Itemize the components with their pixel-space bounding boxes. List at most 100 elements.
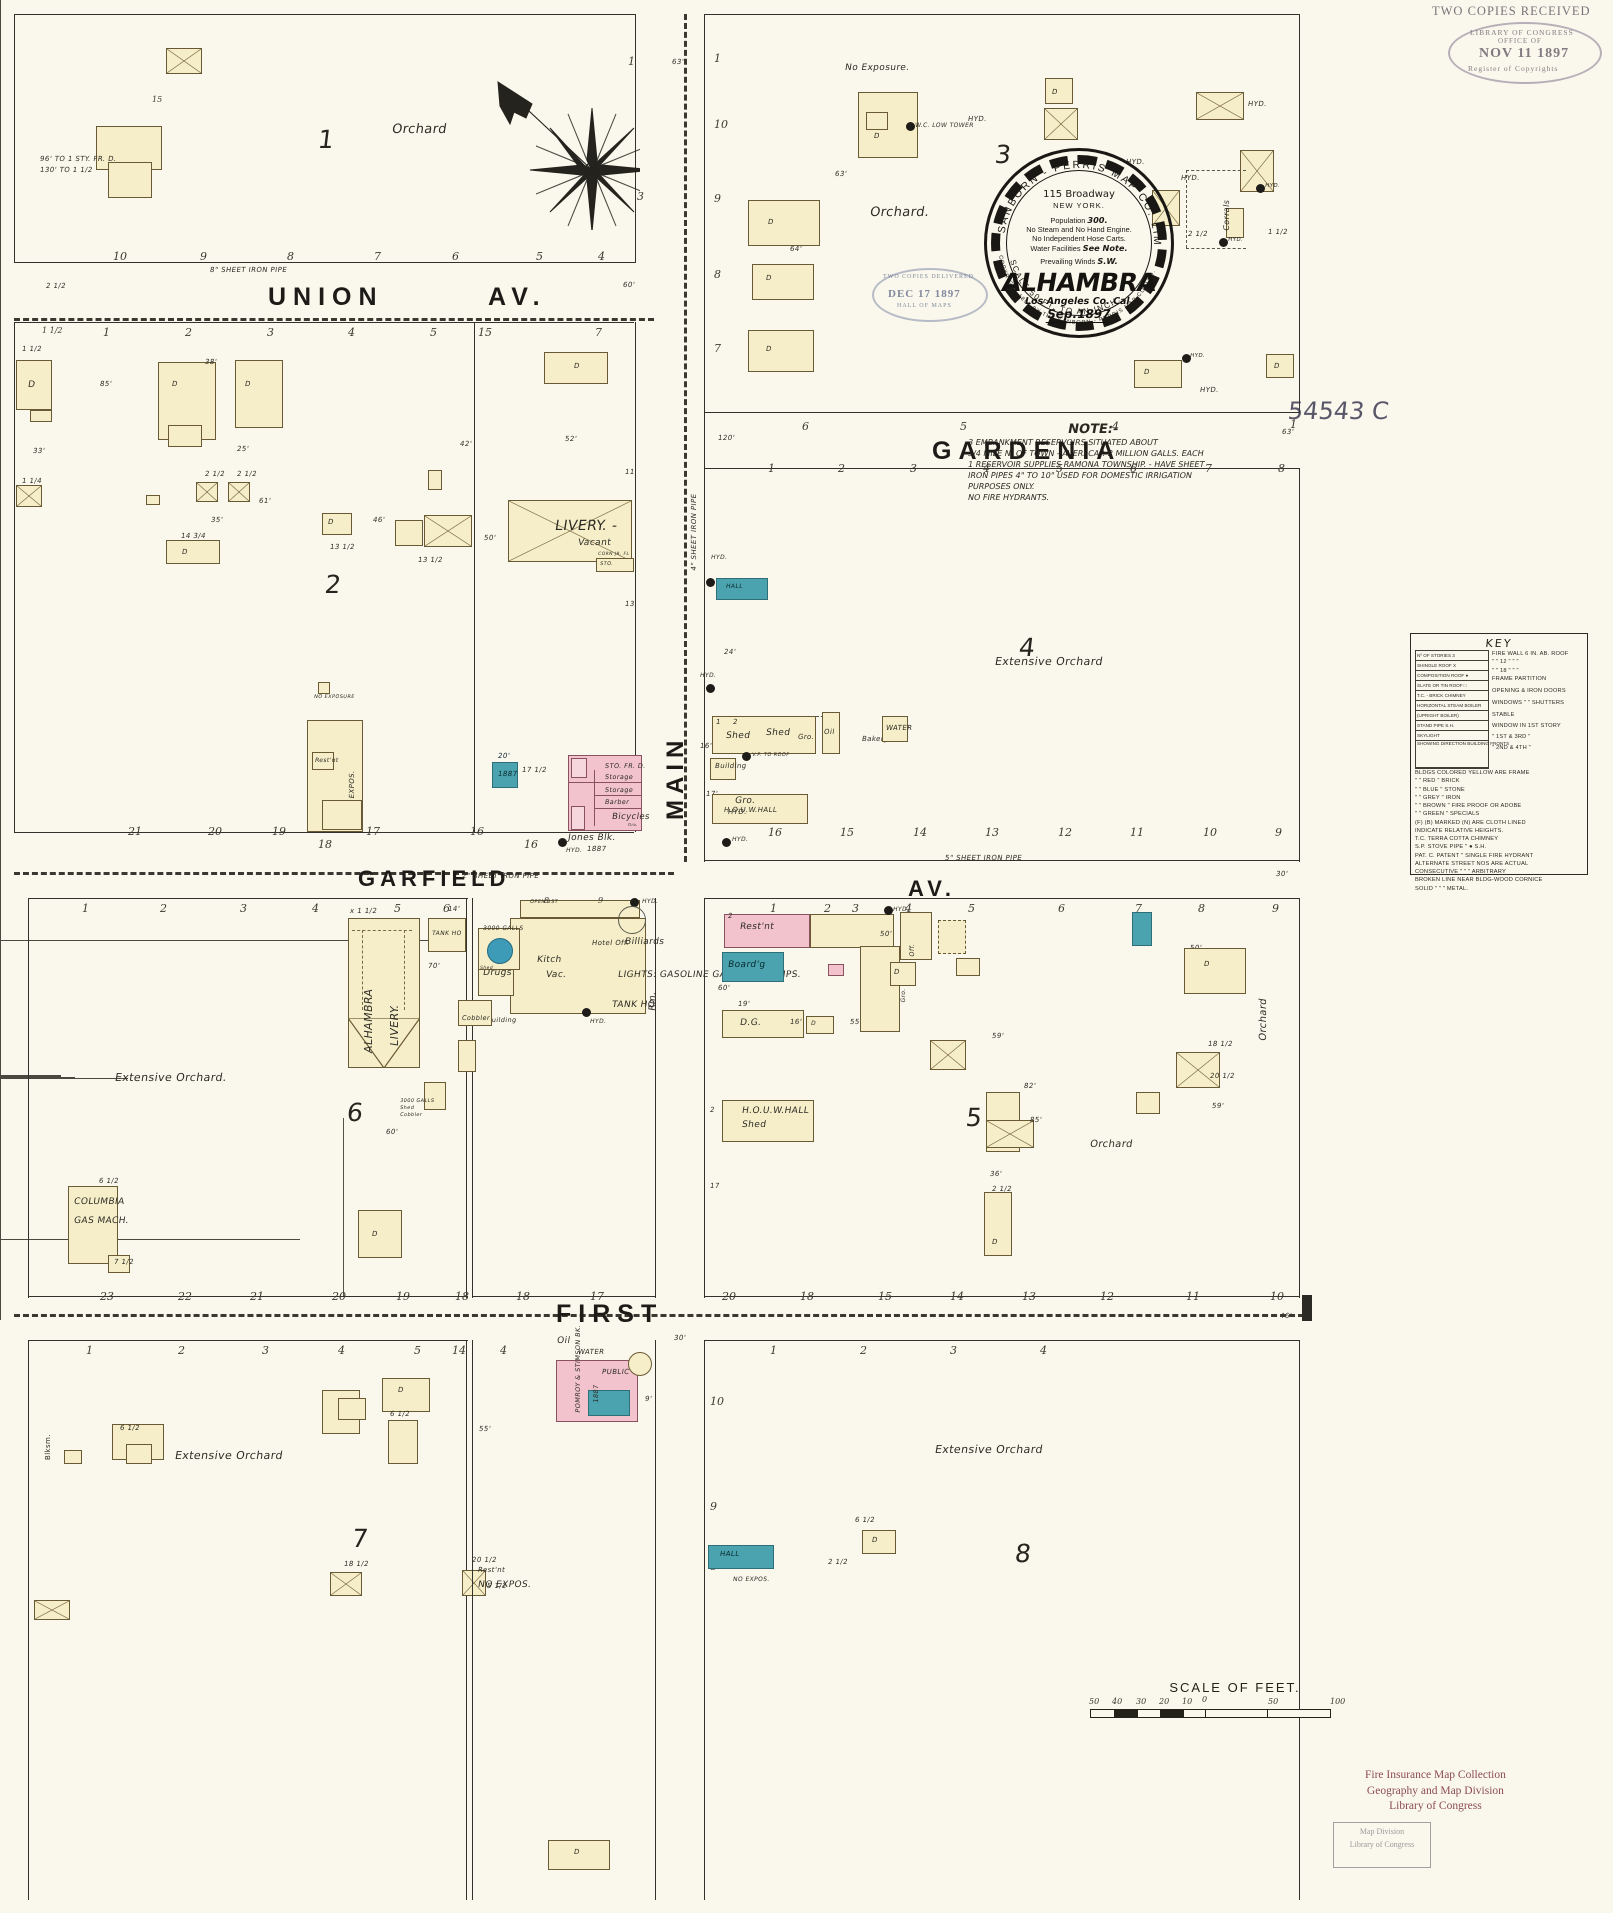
- lot-number: 20: [332, 1290, 346, 1303]
- lot-number: 10: [1270, 1290, 1284, 1303]
- lot-number: 3: [637, 190, 644, 203]
- building-shed: [822, 712, 840, 754]
- building-dwelling: [358, 1210, 402, 1258]
- building: [1266, 354, 1294, 378]
- bank-label: Rest'nt: [739, 922, 775, 932]
- boarding-label: Shed: [741, 1120, 768, 1130]
- map-label: 3000 GALLS: [399, 1098, 435, 1104]
- hydrant-label: HYD.: [699, 672, 717, 679]
- dimension: 50': [879, 930, 893, 938]
- map-label: Orchard: [390, 122, 449, 137]
- loc-map-division-box: Map Division Library of Congress: [1333, 1822, 1431, 1868]
- street-name-first: FIRST: [556, 1300, 664, 1328]
- loc-box-line1: Map Division: [1359, 1827, 1405, 1836]
- lot-number: 10: [113, 250, 127, 263]
- livery-label: LIVERY. -: [553, 518, 619, 534]
- building: [930, 1040, 966, 1070]
- building: [424, 515, 472, 547]
- hydrant-label: HYD.: [1264, 183, 1281, 189]
- fire-hydrant-icon: [582, 1008, 591, 1017]
- map-label: NO EXPOSURE: [313, 694, 356, 700]
- building-harness-shop: [900, 912, 932, 960]
- hotel-drugs: Billiards: [624, 937, 666, 947]
- dimension: 6 1/2: [389, 1410, 411, 1418]
- key-row: " 1ST & 3RD ": [1492, 734, 1531, 741]
- building-gas-machine-house: [424, 1082, 446, 1110]
- building-dwelling: [235, 360, 283, 428]
- building: [34, 1600, 70, 1620]
- building-cobbler: [806, 1016, 834, 1034]
- fire-hydrant-icon: [706, 578, 715, 587]
- key-symbol-row: SLATE OR TIN ROOF □: [1416, 681, 1488, 691]
- building: [810, 914, 894, 948]
- hall-label: 1887: [592, 1383, 600, 1404]
- dimension: 16': [699, 742, 713, 750]
- building-shed: [458, 1000, 492, 1026]
- tank-label: 3000 GALLS: [482, 925, 524, 932]
- seal-water-label: Water Facilities: [1030, 244, 1081, 253]
- dimension: 18 1/2: [343, 1560, 370, 1568]
- key-symbol-row: T.C. - BRICK CHIMNEY: [1416, 691, 1488, 701]
- building: [1136, 1092, 1160, 1114]
- block-number: 6: [345, 1098, 365, 1127]
- dimension: 30': [1275, 870, 1289, 878]
- building: [30, 410, 52, 422]
- key-symbol-row: (UPRIGHT BOILER): [1416, 711, 1488, 721]
- lot-number: 14: [950, 1290, 964, 1303]
- dimension: 63': [671, 58, 685, 66]
- tower-circle: [628, 1352, 652, 1376]
- dimension: 2 1/2: [827, 1558, 849, 1566]
- lot-number: 9: [598, 896, 604, 905]
- scale-bar: SCALE OF FEET. 50 40 30 20 10 0 50 100: [1089, 1680, 1345, 1721]
- building-note: STO.: [599, 561, 614, 567]
- dimension: 60': [385, 1128, 399, 1136]
- dimension: 2 1/2: [991, 1185, 1013, 1193]
- lot-number: 15: [840, 826, 854, 839]
- dimension: 59': [991, 1032, 1005, 1040]
- lot-number: 20: [722, 1290, 736, 1303]
- dimension: 5 1/2: [486, 1582, 508, 1590]
- dimension: 20 1/2: [1209, 1072, 1236, 1080]
- jones-block-year: 1887: [586, 845, 608, 853]
- building: [228, 482, 250, 502]
- dimension: 1 1/4: [21, 477, 43, 485]
- lot-number: 4: [983, 462, 990, 475]
- block-number: 5: [964, 1103, 984, 1132]
- hotel-dining-2: Vac.: [545, 970, 568, 980]
- jones-block-label: Jones Blk.: [567, 833, 617, 843]
- building: [458, 1040, 476, 1072]
- stamp-two-copies-received: TWO COPIES RECEIVED: [1432, 4, 1591, 18]
- dimension: 11: [624, 468, 636, 476]
- dimension: 15: [152, 95, 163, 104]
- lot-number: 13: [985, 826, 999, 839]
- jones-unit-label: Barber: [604, 798, 630, 806]
- dimension: 1 1/2: [21, 345, 43, 353]
- lot-number: 2: [160, 902, 167, 915]
- building: [196, 482, 218, 502]
- lot-number: 4: [500, 1344, 507, 1357]
- key-symbol-row: SHINGLE ROOF X: [1416, 661, 1488, 671]
- key-row: WINDOWS " " SHUTTERS: [1492, 700, 1565, 707]
- map-label: 130' TO 1 1/2: [39, 166, 94, 174]
- lot-number: 1 1/2: [42, 326, 63, 335]
- map-label: HALL: [725, 583, 744, 590]
- street-name-garfield: GARFIELD: [358, 866, 511, 891]
- dimension: 46': [372, 516, 386, 524]
- building: [828, 964, 844, 976]
- lot-number: 7: [374, 250, 381, 263]
- dimension: 2 1/2: [236, 470, 258, 478]
- building-dwelling: [166, 540, 220, 564]
- church-label-1: COLUMBIA: [73, 1197, 126, 1207]
- hydrant-label: W.C. LOW TOWER: [914, 122, 975, 129]
- building: [16, 485, 42, 507]
- loc-stamp-line2: OFFICE OF: [1498, 37, 1542, 45]
- key-row: STABLE: [1492, 711, 1515, 718]
- key-row: (F) (B) MARKED (N) ARE CLOTH LINED: [1415, 819, 1526, 826]
- building: [860, 946, 900, 1032]
- lot-number: 15: [878, 1290, 892, 1303]
- note-line: NO FIRE HYDRANTS.: [967, 493, 1051, 503]
- building: [596, 558, 634, 572]
- lot-number: 11: [1130, 826, 1144, 839]
- loc-box-line2: Library of Congress: [1349, 1840, 1415, 1849]
- street-name-gardenia: GARDENIA: [932, 437, 1122, 465]
